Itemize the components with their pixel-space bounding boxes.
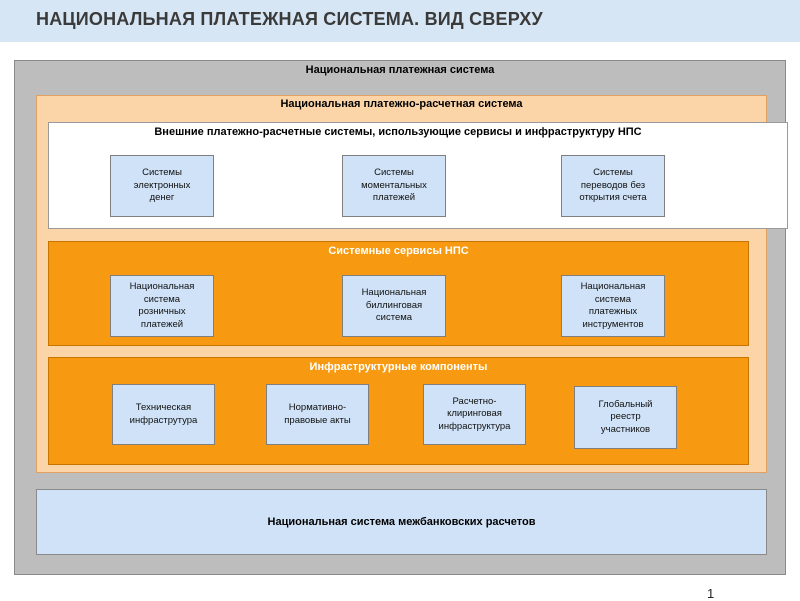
npr-title: Национальная платежно-расчетная система	[280, 98, 523, 110]
page-number: 1	[707, 586, 715, 601]
external-item-instant-payments: Системы моментальных платежей	[342, 155, 446, 217]
service-item-instruments: Национальная система платежных инструмен…	[561, 275, 665, 337]
infra-item-registry: Глобальный реестр участников	[574, 386, 677, 449]
external-item-e-money: Системы электронных денег	[110, 155, 214, 217]
header-bar: НАЦИОНАЛЬНАЯ ПЛАТЕЖНАЯ СИСТЕМА. ВИД СВЕР…	[0, 0, 800, 42]
system-services-frame: Системные сервисы НПС Национальная систе…	[48, 241, 749, 346]
page-title: НАЦИОНАЛЬНАЯ ПЛАТЕЖНАЯ СИСТЕМА. ВИД СВЕР…	[36, 9, 543, 29]
infra-item-legal: Нормативно- правовые акты	[266, 384, 369, 445]
interbank-settlement-frame: Национальная система межбанковских расче…	[36, 489, 767, 555]
infrastructure-title: Инфраструктурные компоненты	[309, 361, 488, 373]
external-title: Внешние платежно-расчетные системы, испо…	[154, 126, 642, 138]
infra-item-clearing: Расчетно- клиринговая инфраструктура	[423, 384, 526, 445]
external-systems-frame: Внешние платежно-расчетные системы, испо…	[48, 122, 788, 229]
external-item-transfers: Системы переводов без открытия счета	[561, 155, 665, 217]
service-item-retail: Национальная система розничных платежей	[110, 275, 214, 337]
nps-title: Национальная платежная система	[305, 64, 495, 76]
interbank-title: Национальная система межбанковских расче…	[267, 516, 536, 528]
services-title: Системные сервисы НПС	[328, 245, 469, 257]
service-item-billing: Национальная биллинговая система	[342, 275, 446, 337]
infrastructure-frame: Инфраструктурные компоненты Техническая …	[48, 357, 749, 465]
infra-item-technical: Техническая инфраструтура	[112, 384, 215, 445]
